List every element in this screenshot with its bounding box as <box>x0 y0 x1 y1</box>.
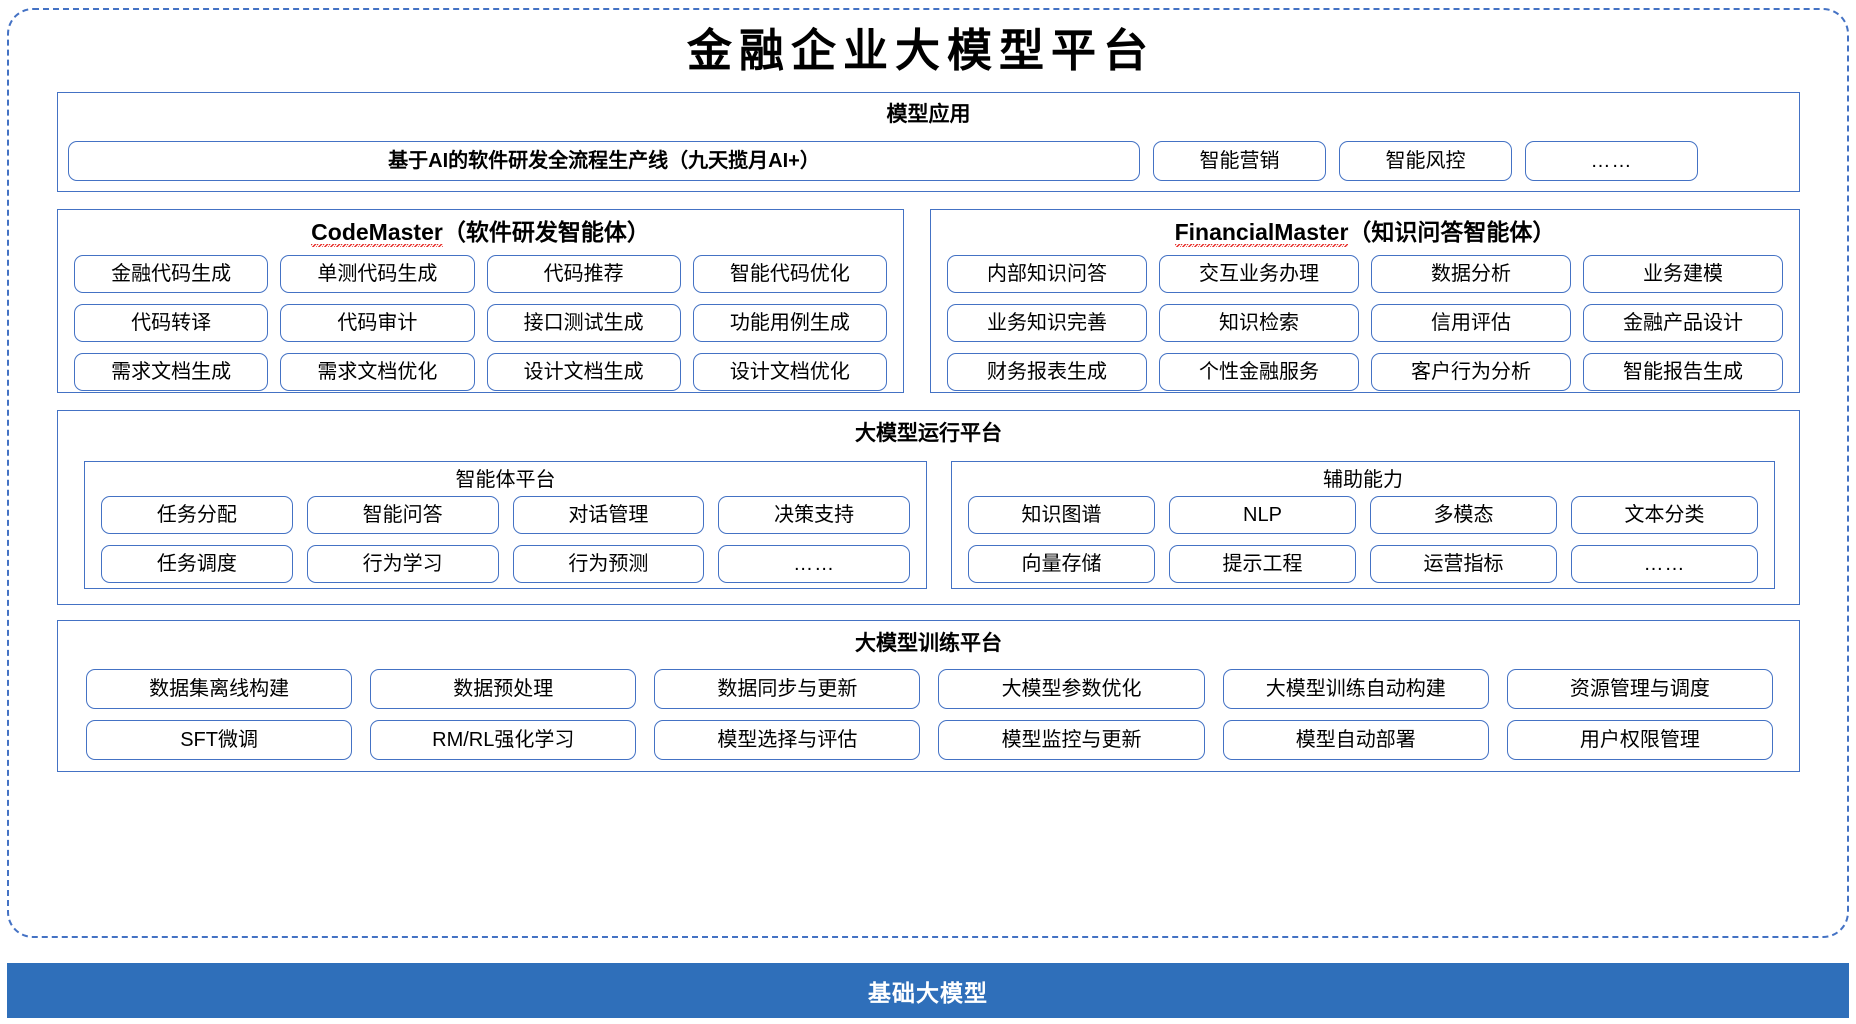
financial-master-item[interactable]: 金融产品设计 <box>1583 304 1783 342</box>
code-master-item[interactable]: 功能用例生成 <box>692 304 887 342</box>
section-code-master: CodeMaster（软件研发智能体） 金融代码生成 单测代码生成 代码推荐 智… <box>57 209 904 393</box>
code-master-item[interactable]: 需求文档生成 <box>74 353 269 391</box>
financial-master-item[interactable]: 信用评估 <box>1371 304 1571 342</box>
section-title-model-application: 模型应用 <box>886 103 971 126</box>
financial-master-item[interactable]: 个性金融服务 <box>1159 353 1359 391</box>
section-title-code-master: CodeMaster（软件研发智能体） <box>58 221 903 247</box>
agent-platform-item[interactable]: 对话管理 <box>512 496 705 534</box>
financial-master-name: FinancialMaster <box>1174 219 1349 247</box>
training-platform-item[interactable]: 数据集离线构建 <box>86 669 353 709</box>
auxiliary-item[interactable]: 知识图谱 <box>968 496 1155 534</box>
agent-platform-item[interactable]: 任务分配 <box>101 496 293 534</box>
subsection-agent-platform: 智能体平台 任务分配 智能问答 对话管理 决策支持 任务调度 行为学习 行为预测… <box>84 461 927 589</box>
training-platform-item[interactable]: 数据同步与更新 <box>654 669 921 709</box>
code-master-item[interactable]: 智能代码优化 <box>692 255 887 293</box>
auxiliary-item[interactable]: NLP <box>1169 496 1356 534</box>
app-item-smart-risk-control[interactable]: 智能风控 <box>1339 141 1512 181</box>
auxiliary-capabilities-grid: 知识图谱 NLP 多模态 文本分类 向量存储 提示工程 运营指标 …… <box>968 496 1758 583</box>
agent-platform-item[interactable]: 智能问答 <box>306 496 499 534</box>
auxiliary-item[interactable]: 向量存储 <box>968 545 1155 583</box>
agent-platform-grid: 任务分配 智能问答 对话管理 决策支持 任务调度 行为学习 行为预测 …… <box>101 496 910 583</box>
auxiliary-item[interactable]: 运营指标 <box>1370 545 1557 583</box>
code-master-grid: 金融代码生成 单测代码生成 代码推荐 智能代码优化 代码转译 代码审计 接口测试… <box>74 255 887 391</box>
financial-master-item[interactable]: 客户行为分析 <box>1371 353 1571 391</box>
financial-master-item[interactable]: 交互业务办理 <box>1159 255 1359 293</box>
code-master-item[interactable]: 代码推荐 <box>486 255 681 293</box>
code-master-item[interactable]: 代码审计 <box>280 304 475 342</box>
subsection-auxiliary-capabilities: 辅助能力 知识图谱 NLP 多模态 文本分类 向量存储 提示工程 运营指标 …… <box>951 461 1775 589</box>
section-title-training-platform: 大模型训练平台 <box>855 632 1002 655</box>
section-financial-master: FinancialMaster（知识问答智能体） 内部知识问答 交互业务办理 数… <box>930 209 1800 393</box>
training-platform-item[interactable]: 数据预处理 <box>370 669 637 709</box>
auxiliary-item[interactable]: 提示工程 <box>1169 545 1356 583</box>
agent-platform-item[interactable]: 决策支持 <box>718 496 910 534</box>
training-platform-item[interactable]: RM/RL强化学习 <box>370 720 637 760</box>
financial-master-subtitle: （知识问答智能体） <box>1348 219 1556 245</box>
section-runtime-platform: 大模型运行平台 智能体平台 任务分配 智能问答 对话管理 决策支持 任务调度 行… <box>57 410 1800 605</box>
auxiliary-item[interactable]: 多模态 <box>1370 496 1557 534</box>
code-master-item[interactable]: 接口测试生成 <box>486 304 681 342</box>
code-master-item[interactable]: 设计文档优化 <box>692 353 887 391</box>
training-platform-item[interactable]: 模型监控与更新 <box>938 720 1205 760</box>
financial-master-item[interactable]: 知识检索 <box>1159 304 1359 342</box>
training-platform-item[interactable]: 模型自动部署 <box>1222 720 1489 760</box>
training-platform-item[interactable]: 大模型参数优化 <box>938 669 1205 709</box>
section-training-platform: 大模型训练平台 数据集离线构建 数据预处理 数据同步与更新 大模型参数优化 大模… <box>57 620 1800 772</box>
code-master-item[interactable]: 设计文档生成 <box>486 353 681 391</box>
section-title-financial-master: FinancialMaster（知识问答智能体） <box>931 221 1799 247</box>
financial-master-item[interactable]: 数据分析 <box>1371 255 1571 293</box>
subsection-title-agent-platform: 智能体平台 <box>455 469 556 491</box>
model-application-items: 基于AI的软件研发全流程生产线（九天揽月AI+） 智能营销 智能风控 …… <box>68 140 1791 182</box>
code-master-item[interactable]: 代码转译 <box>74 304 269 342</box>
app-item-smart-marketing[interactable]: 智能营销 <box>1153 141 1326 181</box>
code-master-subtitle: （软件研发智能体） <box>442 219 650 245</box>
agent-platform-item[interactable]: 行为预测 <box>512 545 705 583</box>
financial-master-item[interactable]: 财务报表生成 <box>947 353 1147 391</box>
agent-platform-item[interactable]: 行为学习 <box>306 545 499 583</box>
training-platform-item[interactable]: SFT微调 <box>86 720 353 760</box>
app-item-more[interactable]: …… <box>1525 141 1698 181</box>
training-platform-item[interactable]: 大模型训练自动构建 <box>1222 669 1489 709</box>
foundation-model-label: 基础大模型 <box>868 979 988 1006</box>
financial-master-item[interactable]: 业务知识完善 <box>947 304 1147 342</box>
code-master-item[interactable]: 需求文档优化 <box>280 353 475 391</box>
section-title-runtime-platform: 大模型运行平台 <box>855 422 1002 445</box>
code-master-name: CodeMaster <box>311 219 443 247</box>
training-platform-item[interactable]: 资源管理与调度 <box>1506 669 1773 709</box>
code-master-item[interactable]: 单测代码生成 <box>280 255 475 293</box>
app-item-primary-pipeline[interactable]: 基于AI的软件研发全流程生产线（九天揽月AI+） <box>68 141 1140 181</box>
financial-master-item[interactable]: 业务建模 <box>1583 255 1783 293</box>
training-platform-item[interactable]: 模型选择与评估 <box>654 720 921 760</box>
agent-platform-item-more[interactable]: …… <box>718 545 910 583</box>
financial-master-item[interactable]: 智能报告生成 <box>1583 353 1783 391</box>
page-title: 金融企业大模型平台 <box>686 24 1155 77</box>
financial-master-item[interactable]: 内部知识问答 <box>947 255 1147 293</box>
training-platform-item[interactable]: 用户权限管理 <box>1506 720 1773 760</box>
agent-platform-item[interactable]: 任务调度 <box>101 545 293 583</box>
training-platform-grid: 数据集离线构建 数据预处理 数据同步与更新 大模型参数优化 大模型训练自动构建 … <box>86 669 1773 760</box>
section-model-application: 模型应用 基于AI的软件研发全流程生产线（九天揽月AI+） 智能营销 智能风控 … <box>57 92 1800 192</box>
financial-master-grid: 内部知识问答 交互业务办理 数据分析 业务建模 业务知识完善 知识检索 信用评估… <box>947 255 1783 391</box>
auxiliary-item[interactable]: 文本分类 <box>1571 496 1758 534</box>
section-foundation-model: 基础大模型 <box>7 963 1849 1018</box>
auxiliary-item-more[interactable]: …… <box>1571 545 1758 583</box>
code-master-item[interactable]: 金融代码生成 <box>74 255 269 293</box>
subsection-title-auxiliary-capabilities: 辅助能力 <box>1323 469 1403 491</box>
